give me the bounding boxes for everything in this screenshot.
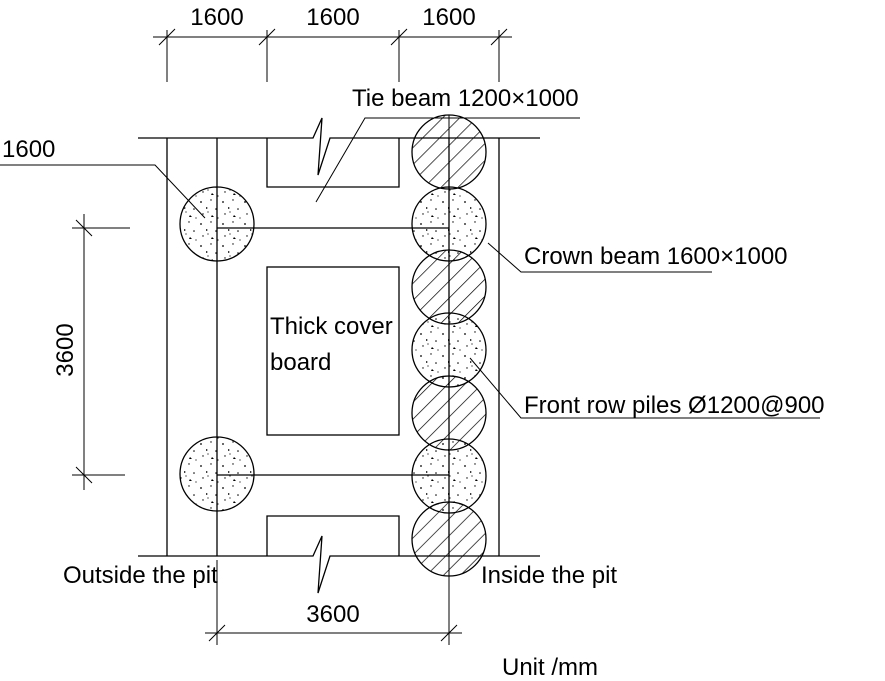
vertical-dimension <box>72 214 130 490</box>
unit-label: Unit /mm <box>502 654 598 681</box>
tie-beam-leader <box>315 117 580 203</box>
top-dimension-1: 1600 <box>190 4 243 31</box>
top-dimension-3: 1600 <box>422 4 475 31</box>
left-dimension-leader <box>0 164 206 219</box>
crown-beam-label: Crown beam 1600×1000 <box>524 243 788 270</box>
crown-beam-leader <box>487 242 712 273</box>
bottom-dimension <box>205 560 462 645</box>
front-row-piles <box>411 114 487 577</box>
tie-beam-label: Tie beam 1200×1000 <box>352 85 579 112</box>
vertical-dimension-label: 3600 <box>52 323 79 376</box>
front-row-piles-label: Front row piles Ø1200@900 <box>524 392 825 419</box>
outside-pit-label: Outside the pit <box>63 562 218 589</box>
back-row-piles <box>179 186 255 512</box>
thick-cover-board <box>266 266 400 436</box>
cover-board-label-line1: Thick cover <box>270 313 393 340</box>
top-dimension <box>153 28 512 82</box>
bottom-dimension-label: 3600 <box>306 601 359 628</box>
inside-pit-label: Inside the pit <box>481 562 617 589</box>
top-dimension-2: 1600 <box>306 4 359 31</box>
front-row-piles-leader <box>469 357 820 419</box>
left-dimension-label: 1600 <box>2 136 55 163</box>
tie-beam-openings <box>217 138 449 556</box>
cover-board-label-line2: board <box>270 349 331 376</box>
